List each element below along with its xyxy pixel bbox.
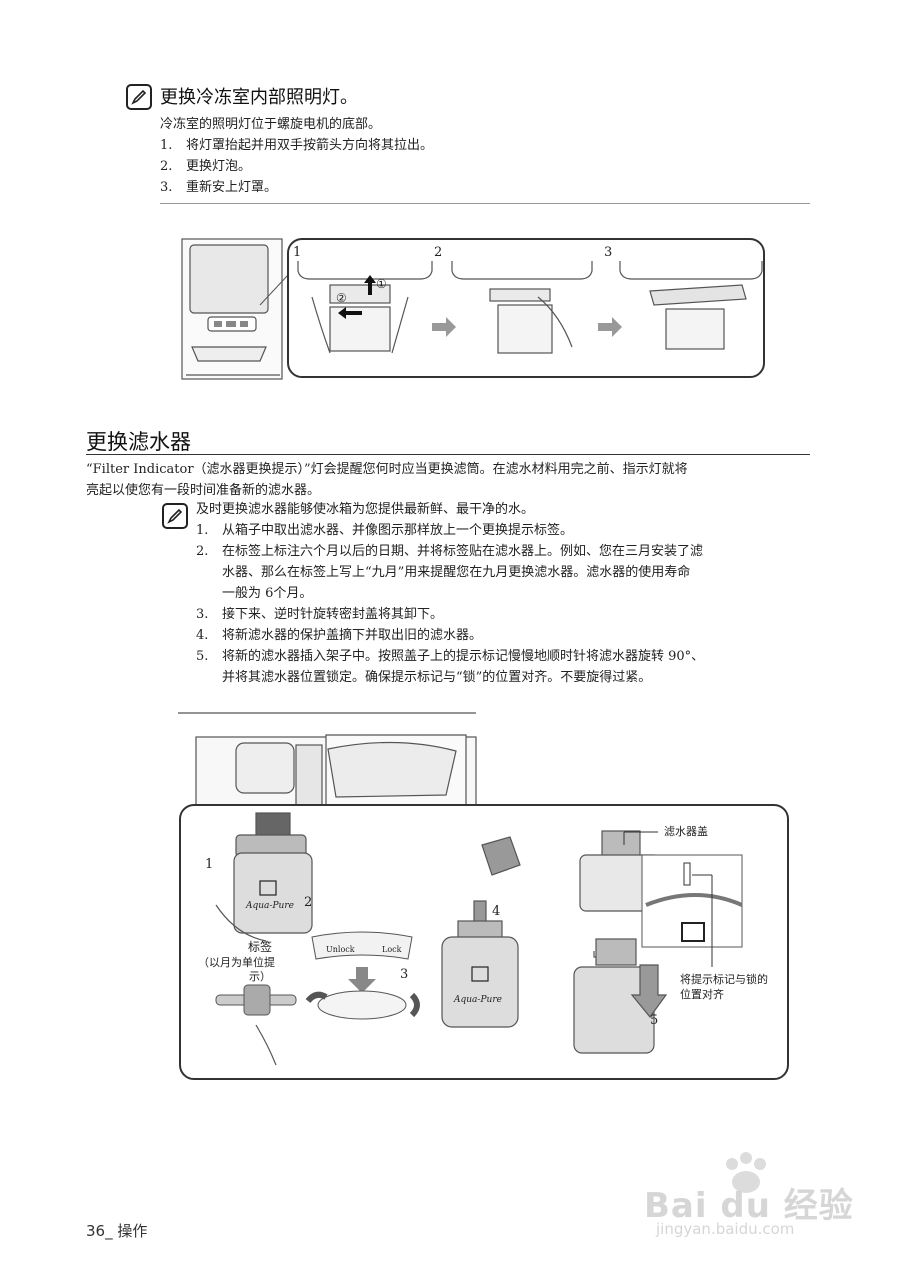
light-section-title: 更换冷冻室内部照明灯。 (160, 87, 358, 108)
filter-step-label-3: 3 (400, 967, 409, 982)
filter-step-4: 4.将新滤水器的保护盖摘下并取出旧的滤水器。 (196, 628, 483, 643)
filter-step-2: 2. 在标签上标注六个月以后的日期、并将标签贴在滤水器上。例如、您在三月安装了滤… (196, 544, 704, 601)
filter-figure: 1 2 3 4 5 标签 （以月为单位提 示） 滤水器盖 将提示标记与锁的 位置… (176, 705, 796, 1090)
divider (160, 203, 810, 204)
light-callout-1: ① (376, 277, 387, 291)
brand-logo-2: Aqua-Pure (454, 995, 502, 1005)
light-intro: 冷冻室的照明灯位于螺旋电机的底部。 (160, 117, 382, 132)
filter-step-label-1: 1 (205, 857, 214, 872)
strip-unlock-label: Unlock (326, 945, 355, 954)
align-label-1: 将提示标记与锁的 (680, 973, 768, 986)
filter-note: 及时更换滤水器能够使冰箱为您提供最新鲜、最干净的水。 (196, 502, 535, 517)
light-step-1: 1.将灯罩抬起并用双手按箭头方向将其拉出。 (160, 138, 434, 153)
light-figure-label-1: 1 (293, 245, 302, 260)
light-figure-label-2: 2 (434, 245, 443, 260)
filter-step-label-5: 5 (650, 1013, 659, 1028)
light-step-2: 2.更换灯泡。 (160, 159, 252, 174)
light-figure: 1 2 3 ① ② (180, 235, 780, 385)
light-figure-label-3: 3 (604, 245, 613, 260)
light-instructions: 冷冻室的照明灯位于螺旋电机的底部。 1.将灯罩抬起并用双手按箭头方向将其拉出。 … (160, 114, 810, 198)
brand-logo-1: Aqua-Pure (246, 901, 294, 911)
filter-intro: “Filter Indicator（滤水器更换提示）”灯会提醒您何时应当更换滤筒… (86, 462, 688, 498)
watermark-brand: Bai du 经验 (644, 1186, 854, 1226)
note-icon (162, 503, 188, 529)
filter-instructions: 及时更换滤水器能够使冰箱为您提供最新鲜、最干净的水。 1.从箱子中取出滤水器、并… (196, 499, 816, 688)
align-label-2: 位置对齐 (680, 988, 724, 1001)
tag-label-note-1: （以月为单位提 (198, 956, 275, 969)
filter-step-label-4: 4 (492, 904, 501, 919)
light-callout-2: ② (336, 291, 347, 305)
filter-step-1: 1.从箱子中取出滤水器、并像图示那样放上一个更换提示标签。 (196, 523, 574, 538)
filter-step-5: 5. 将新的滤水器插入架子中。按照盖子上的提示标记慢慢地顺时针将滤水器旋转 90… (196, 649, 705, 685)
strip-lock-label: Lock (382, 945, 402, 954)
tag-label-note-2: 示） (249, 970, 271, 983)
filter-step-3: 3.接下来、逆时针旋转密封盖将其卸下。 (196, 607, 444, 622)
baidu-watermark: Bai du 经验 jingyan.baidu.com (640, 1150, 870, 1240)
light-step-3: 3.重新安上灯罩。 (160, 180, 278, 195)
tag-label: 标签 (248, 940, 273, 954)
paw-icon (726, 1152, 766, 1193)
filter-section-title: 更换滤水器 (86, 430, 191, 454)
filter-title-rule (86, 454, 810, 455)
page-number: 36_ 操作 (86, 1222, 148, 1240)
watermark-url: jingyan.baidu.com (656, 1220, 795, 1238)
filter-cap-label: 滤水器盖 (664, 825, 708, 838)
note-icon (126, 84, 152, 110)
filter-step-label-2: 2 (304, 895, 313, 910)
